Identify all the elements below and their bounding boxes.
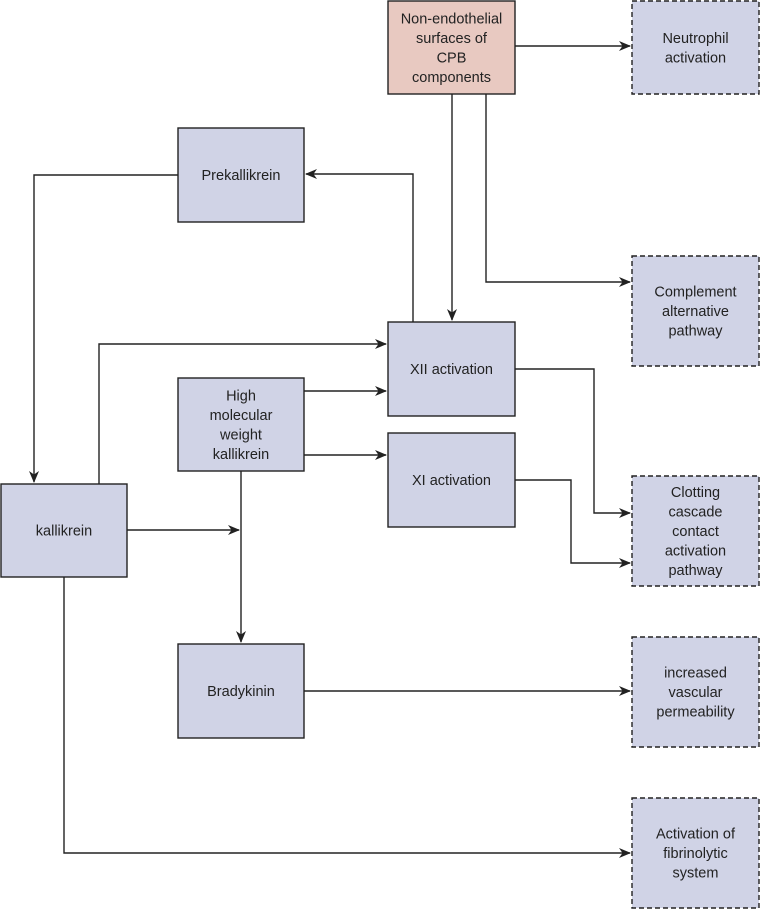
node-kallikrein: kallikrein: [0, 483, 128, 578]
node-fibrinolytic-label-line: fibrinolytic: [663, 846, 727, 862]
node-hmwk-label-line: kallikrein: [213, 447, 269, 463]
arrow-kallikrein-to-fibrinolytic: [63, 577, 631, 858]
node-neutrophil-label-line: Neutrophil: [662, 31, 728, 47]
node-fibrinolytic: Activation of fibrinolytic system: [631, 797, 760, 909]
node-hmwk-label-line: High: [226, 388, 256, 404]
node-source-label-line: components: [412, 70, 491, 86]
node-xi-activation-label-line: XI activation: [412, 473, 491, 489]
node-source-label-line: CPB: [437, 50, 467, 66]
node-fibrinolytic-label-line: system: [673, 866, 719, 882]
node-bradykinin: Bradykinin: [177, 643, 305, 739]
node-clotting-label-line: cascade: [668, 505, 722, 521]
node-permeability: increased vascular permeability: [631, 636, 760, 748]
arrow-source-to-complement: [485, 94, 631, 287]
node-hmwk: High molecular weight kallikrein: [177, 377, 305, 472]
node-complement-label-line: alternative: [662, 304, 729, 320]
node-prekallikrein-label-line: Prekallikrein: [202, 168, 281, 184]
node-hmwk-label-line: molecular: [210, 408, 273, 424]
node-clotting: Clotting cascade contact activation pathway: [631, 475, 760, 587]
node-xii-activation-box: [387, 321, 516, 417]
node-bradykinin-box: [177, 643, 305, 739]
node-prekallikrein: Prekallikrein: [177, 127, 305, 223]
node-source-label-line: surfaces of: [416, 31, 488, 47]
arrow-xi-activation-to-clotting: [515, 479, 631, 568]
node-permeability-label-line: vascular: [669, 685, 723, 701]
node-prekallikrein-box: [177, 127, 305, 223]
node-permeability-label-line: increased: [664, 666, 727, 682]
node-clotting-label-line: activation: [665, 544, 726, 560]
node-source-label-line: Non-endothelial: [401, 11, 503, 27]
arrow-prekallikrein-to-kallikrein: [29, 174, 178, 483]
edges: [29, 41, 631, 858]
node-complement-box: [631, 255, 760, 367]
node-kallikrein-box: [0, 483, 128, 578]
node-source-box: [387, 0, 516, 95]
node-clotting-box: [631, 475, 760, 587]
node-bradykinin-label-line: Bradykinin: [207, 684, 275, 700]
node-source: Non-endothelial surfaces of CPB components: [387, 0, 516, 95]
arrow-kallikrein-to-xii-activation: [98, 339, 387, 484]
node-permeability-label-line: permeability: [656, 705, 735, 721]
arrow-xii-activation-to-prekallikrein: [305, 169, 414, 322]
node-complement-label-line: Complement: [654, 285, 736, 301]
node-xi-activation: XI activation: [387, 432, 516, 528]
node-hmwk-box: [177, 377, 305, 472]
node-fibrinolytic-label-line: Activation of: [656, 827, 736, 843]
node-clotting-label-line: Clotting: [671, 485, 720, 501]
node-neutrophil-label-line: activation: [665, 50, 726, 66]
node-xii-activation-label-line: XII activation: [410, 362, 493, 378]
node-permeability-box: [631, 636, 760, 748]
node-clotting-label-line: contact: [672, 524, 719, 540]
node-neutrophil: Neutrophil activation: [631, 0, 760, 95]
node-hmwk-label-line: weight: [219, 427, 262, 443]
node-complement: Complement alternative pathway: [631, 255, 760, 367]
node-clotting-label-line: pathway: [668, 563, 723, 579]
node-complement-label-line: pathway: [668, 324, 723, 340]
node-fibrinolytic-box: [631, 797, 760, 909]
node-neutrophil-box: [631, 0, 760, 95]
arrow-xii-activation-to-clotting: [515, 368, 631, 518]
node-xi-activation-box: [387, 432, 516, 528]
node-xii-activation: XII activation: [387, 321, 516, 417]
node-kallikrein-label-line: kallikrein: [36, 524, 92, 540]
